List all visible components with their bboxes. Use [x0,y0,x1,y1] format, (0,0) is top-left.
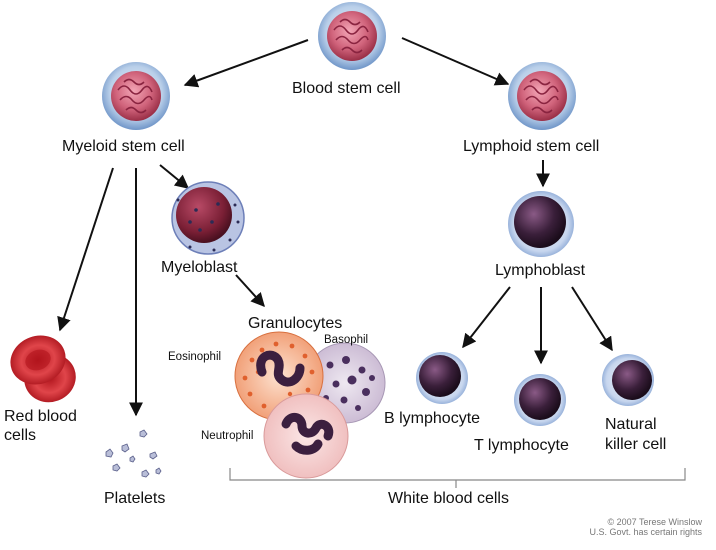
label-white-blood-cells: White blood cells [388,490,509,507]
myeloblast-image [171,181,245,255]
label-natural-killer-line1: Natural [605,416,657,433]
copyright-line2: U.S. Govt. has certain rights [589,526,702,537]
b-lymphocyte-image [416,352,468,404]
arrow-myeloblast-to-granulocytes [235,274,265,308]
t-lymphocyte-image [514,374,566,426]
label-t-lymphocyte: T lymphocyte [474,437,569,454]
arrow-lymphoblast-to-nk [571,286,613,352]
arrow-stem-to-lymphoid [401,37,510,86]
label-eosinophil: Eosinophil [168,351,222,363]
label-neutrophil: Neutrophil [201,430,254,442]
arrows [57,37,613,417]
label-platelets: Platelets [104,490,166,507]
lymphoid-stem-cell-image [508,62,576,130]
label-granulocytes: Granulocytes [248,315,343,332]
neutrophil-image [263,393,349,479]
label-b-lymphocyte: B lymphocyte [384,410,481,427]
label-lymphoblast: Lymphoblast [495,262,586,279]
label-blood-stem-cell: Blood stem cell [292,80,401,97]
label-natural-killer-line2: killer cell [605,436,667,453]
arrow-lymphoblast-to-b [462,286,511,349]
white-blood-cells-bracket [229,468,686,488]
label-lymphoid-stem-cell: Lymphoid stem cell [463,138,600,155]
natural-killer-cell-image [602,354,654,406]
label-red-blood-cells-line2: cells [4,427,37,444]
arrow-myeloid-to-myeloblast [159,164,190,189]
myeloid-stem-cell-image [102,62,170,130]
label-myeloid-stem-cell: Myeloid stem cell [62,138,185,155]
platelets-image [105,429,162,478]
label-red-blood-cells-line1: Red blood [4,408,77,425]
copyright-line1: © 2007 Terese Winslow [607,517,702,527]
arrow-stem-to-myeloid [183,39,309,88]
copyright-credit: © 2007 Terese Winslow U.S. Govt. has cer… [589,517,702,538]
blood-stem-cell-image [318,2,386,70]
label-myeloblast: Myeloblast [161,259,238,276]
red-blood-cells-image [10,335,76,403]
lymphoblast-image [508,191,574,257]
arrow-myeloid-to-rbc [57,167,114,332]
label-basophil: Basophil [324,334,369,346]
